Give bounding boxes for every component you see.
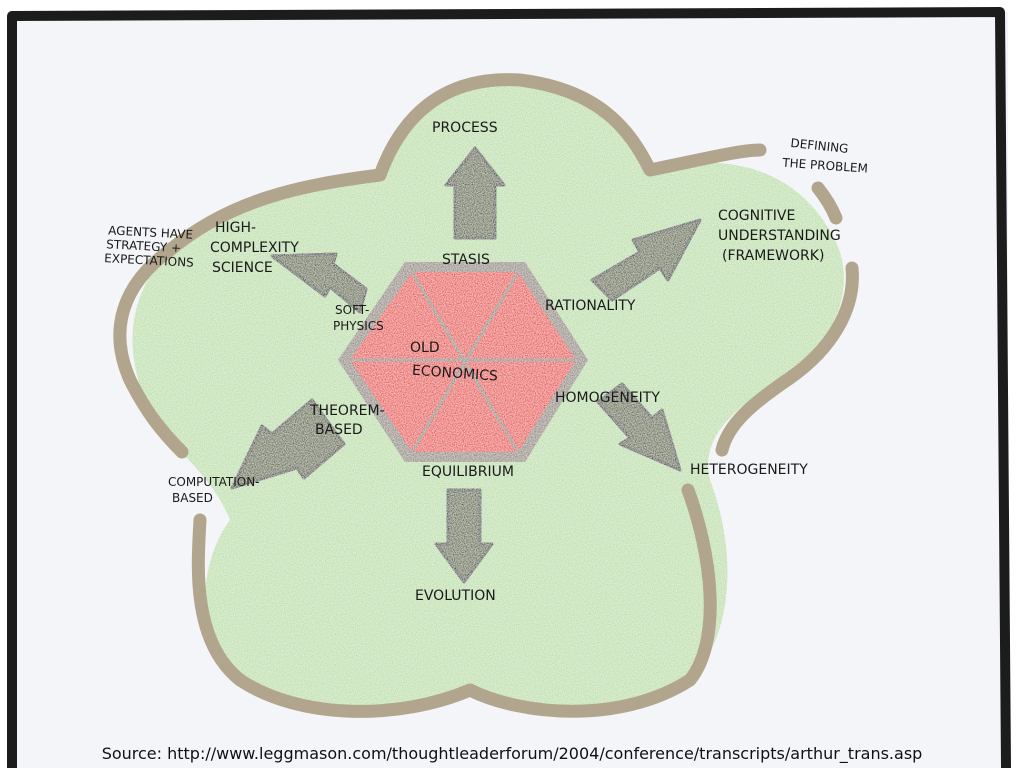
label-cognitive-line1: COGNITIVE xyxy=(718,208,795,224)
source-caption: Source: http://www.leggmason.com/thought… xyxy=(101,744,923,763)
arrow-lower-right-icon xyxy=(596,382,682,472)
label-process: PROCESS xyxy=(432,120,498,136)
arrow-up-icon xyxy=(444,146,506,240)
hexagon-fill xyxy=(350,272,576,452)
label-stasis: STASIS xyxy=(442,252,490,268)
label-computation-based-line1: COMPUTATION- xyxy=(168,475,260,489)
annotation-agents-line3: EXPECTATIONS xyxy=(104,251,194,270)
annotation-defining-line1: DEFINING xyxy=(790,136,849,156)
label-heterogeneity: HETEROGENEITY xyxy=(690,462,808,478)
label-rationality: RATIONALITY xyxy=(545,298,636,314)
label-cognitive-line3: (FRAMEWORK) xyxy=(722,248,824,264)
paper-frame-border xyxy=(7,7,1011,768)
label-cognitive-line2: UNDERSTANDING xyxy=(718,228,841,244)
center-title-line2: ECONOMICS xyxy=(411,363,498,385)
label-soft-physics-line2: PHYSICS xyxy=(333,319,384,333)
label-theorem-based-line2: BASED xyxy=(315,422,363,438)
label-homogeneity: HOMOGENEITY xyxy=(555,390,660,406)
hexagon-segment-lines xyxy=(350,271,576,453)
arrow-group xyxy=(230,146,702,584)
center-title-line1: OLD xyxy=(410,340,440,356)
annotation-agents-line1: AGENTS HAVE xyxy=(108,223,193,241)
arrow-down-icon xyxy=(434,488,494,584)
label-computation-based-line2: BASED xyxy=(172,491,213,505)
arrow-lower-left-icon xyxy=(230,398,346,490)
arrow-upper-left-icon xyxy=(270,252,368,314)
label-high-complexity-line1: HIGH- xyxy=(215,220,256,236)
hexagon-icon xyxy=(338,262,588,462)
label-evolution: EVOLUTION xyxy=(415,588,496,604)
label-theorem-based-line1: THEOREM- xyxy=(309,403,385,419)
label-equilibrium: EQUILIBRIUM xyxy=(422,464,514,480)
label-high-complexity-line2: COMPLEXITY xyxy=(210,240,299,256)
annotation-defining-line2: THE PROBLEM xyxy=(781,156,868,176)
label-high-complexity-line3: SCIENCE xyxy=(212,260,273,276)
label-soft-physics-line1: SOFT- xyxy=(335,303,369,317)
annotation-agents-line2: STRATEGY + xyxy=(106,237,182,255)
blob-outline xyxy=(113,73,859,718)
arrow-upper-right-icon xyxy=(590,218,702,302)
